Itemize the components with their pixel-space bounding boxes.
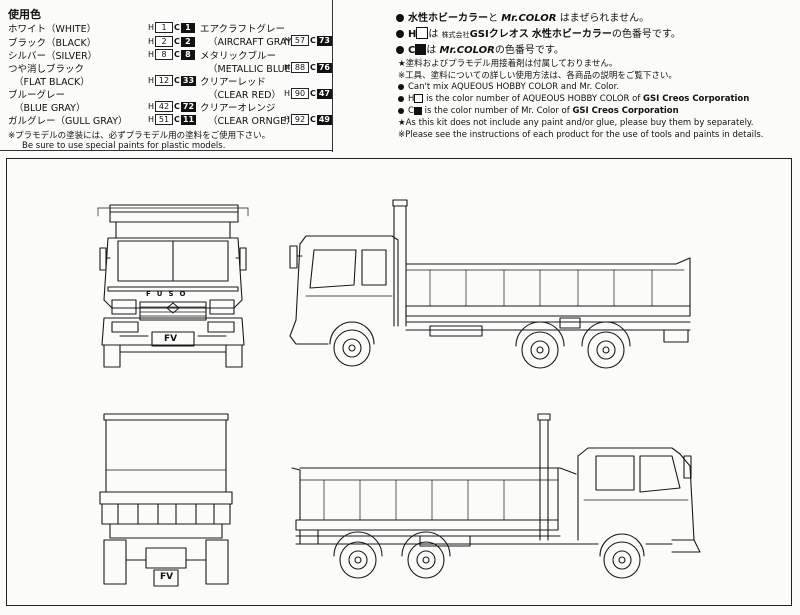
paint-black: ブラック（BLACK） bbox=[8, 38, 97, 49]
header-bottom-rule bbox=[0, 150, 332, 151]
paint-aircraft-gray: エアクラフトグレー bbox=[200, 24, 286, 35]
front-badge-text: FV bbox=[164, 334, 178, 344]
drawing-frame bbox=[6, 158, 792, 606]
bullet-icon bbox=[398, 108, 404, 114]
side-view-upper-drawing bbox=[289, 199, 691, 369]
front-brand-text: FUSO bbox=[146, 290, 192, 298]
c-square-icon bbox=[413, 107, 422, 115]
rear-view-drawing bbox=[99, 413, 233, 587]
paint-flat-black: つや消しブラック bbox=[8, 64, 85, 75]
note-h-en: H is the color number of AQUEOUS HOBBY C… bbox=[398, 94, 749, 104]
paint-blue-gray: ブルーグレー bbox=[8, 90, 66, 101]
paints-title: 使用色 bbox=[8, 8, 41, 21]
header-divider bbox=[332, 0, 333, 152]
paint-clear-orange: クリアーオレンジ bbox=[200, 103, 276, 114]
front-view-drawing bbox=[97, 204, 249, 368]
paint-metallic-blue: メタリックブルー bbox=[200, 51, 277, 62]
h-square-icon bbox=[416, 27, 429, 39]
note-c-en: C is the color number of Mr. Color of GS… bbox=[398, 106, 679, 116]
note-no-paint-jp: ★塗料およびプラモデル用接着剤は付属しておりません。 bbox=[398, 59, 618, 69]
bullet-icon bbox=[396, 30, 404, 38]
paint-footnote-jp: ※プラモデルの塗装には、必ずプラモデル用の塗料をご使用下さい。 bbox=[8, 131, 271, 141]
paint-flat-black-en: （FLAT BLACK） bbox=[14, 77, 90, 88]
bullet-icon bbox=[396, 46, 404, 54]
paint-silver: シルバー（SILVER） bbox=[8, 51, 98, 62]
note-mix-jp: 水性ホビーカラーと Mr.COLOR はまぜられません。 bbox=[396, 9, 649, 24]
paint-blue-gray-en: （BLUE GRAY） bbox=[14, 103, 86, 114]
h-square-icon bbox=[414, 94, 424, 103]
paint-aircraft-gray-en: （AIRCRAFT GRAY） bbox=[208, 37, 302, 48]
side-view-lower-drawing bbox=[291, 413, 701, 579]
note-no-paint-en: ★As this kit does not include any paint … bbox=[398, 118, 754, 128]
bullet-icon bbox=[396, 14, 404, 22]
paint-metallic-blue-en: （METALLIC BLUE） bbox=[208, 64, 301, 75]
paint-clear-red-en: （CLEAR RED） bbox=[208, 90, 281, 101]
paint-gull-gray: ガルグレー（GULL GRAY） bbox=[8, 116, 128, 127]
bullet-icon bbox=[398, 84, 404, 90]
bullet-icon bbox=[398, 96, 404, 102]
note-tools-jp: ※工具、塗料についての詳しい使用方法は、各商品の説明をご覧下さい。 bbox=[398, 71, 677, 81]
c-square-icon bbox=[415, 44, 427, 55]
paint-footnote-en: Be sure to use special paints for plasti… bbox=[22, 141, 226, 151]
paint-white: ホワイト（WHITE） bbox=[8, 24, 97, 35]
note-tools-en: ※Please see the instructions of each pro… bbox=[398, 130, 764, 140]
paint-clear-orange-en: （CLEAR ORNGE） bbox=[208, 116, 296, 127]
note-mix-en: Can't mix AQUEOUS HOBBY COLOR and Mr. Co… bbox=[398, 82, 619, 92]
rear-badge-text: FV bbox=[160, 572, 174, 582]
paint-clear-red: クリアーレッド bbox=[200, 77, 266, 88]
